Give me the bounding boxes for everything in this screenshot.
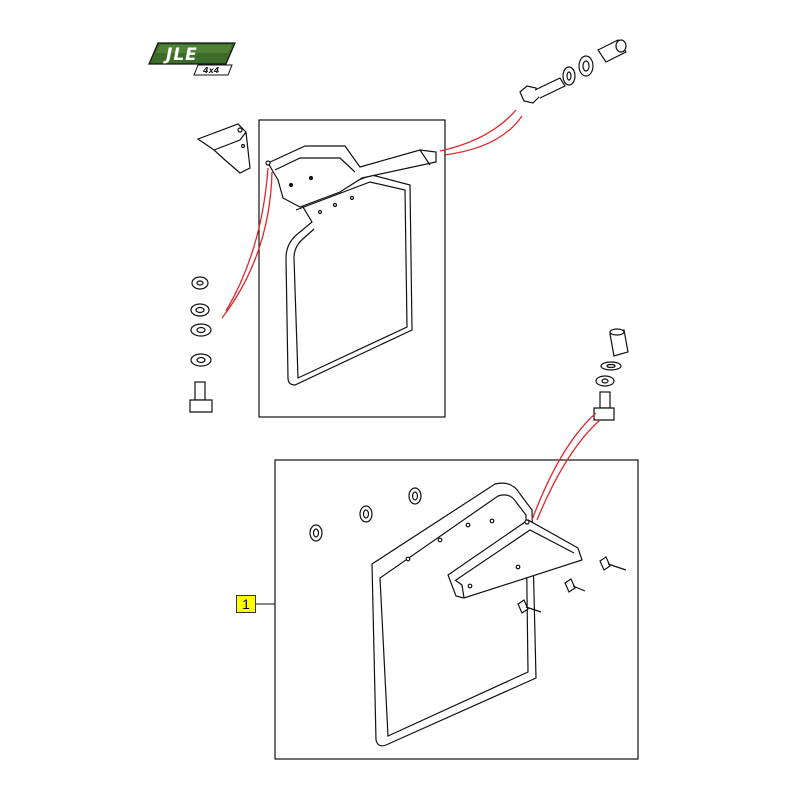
lower-leader-lines — [531, 412, 601, 521]
upper-mud-flap — [285, 174, 413, 386]
upper-bracket — [265, 145, 437, 208]
lower-bracket — [447, 519, 583, 599]
lower-right-hardware — [593, 328, 629, 421]
logo-brand-text: JLE — [163, 45, 198, 65]
upper-right-hardware — [519, 39, 627, 104]
lower-mud-flap — [371, 482, 537, 747]
jle-logo: JLE 4x4 — [148, 42, 236, 76]
callout-1: 1 — [236, 595, 256, 613]
lower-small-bolts — [517, 556, 627, 614]
lower-detail-frame — [274, 459, 639, 760]
upper-left-hardware — [189, 276, 213, 413]
lower-washers — [309, 487, 422, 542]
logo-badge-text: 4x4 — [202, 66, 220, 75]
upper-side-bracket — [196, 123, 251, 174]
upper-detail-frame — [258, 119, 446, 418]
upper-leader-lines — [221, 109, 523, 319]
